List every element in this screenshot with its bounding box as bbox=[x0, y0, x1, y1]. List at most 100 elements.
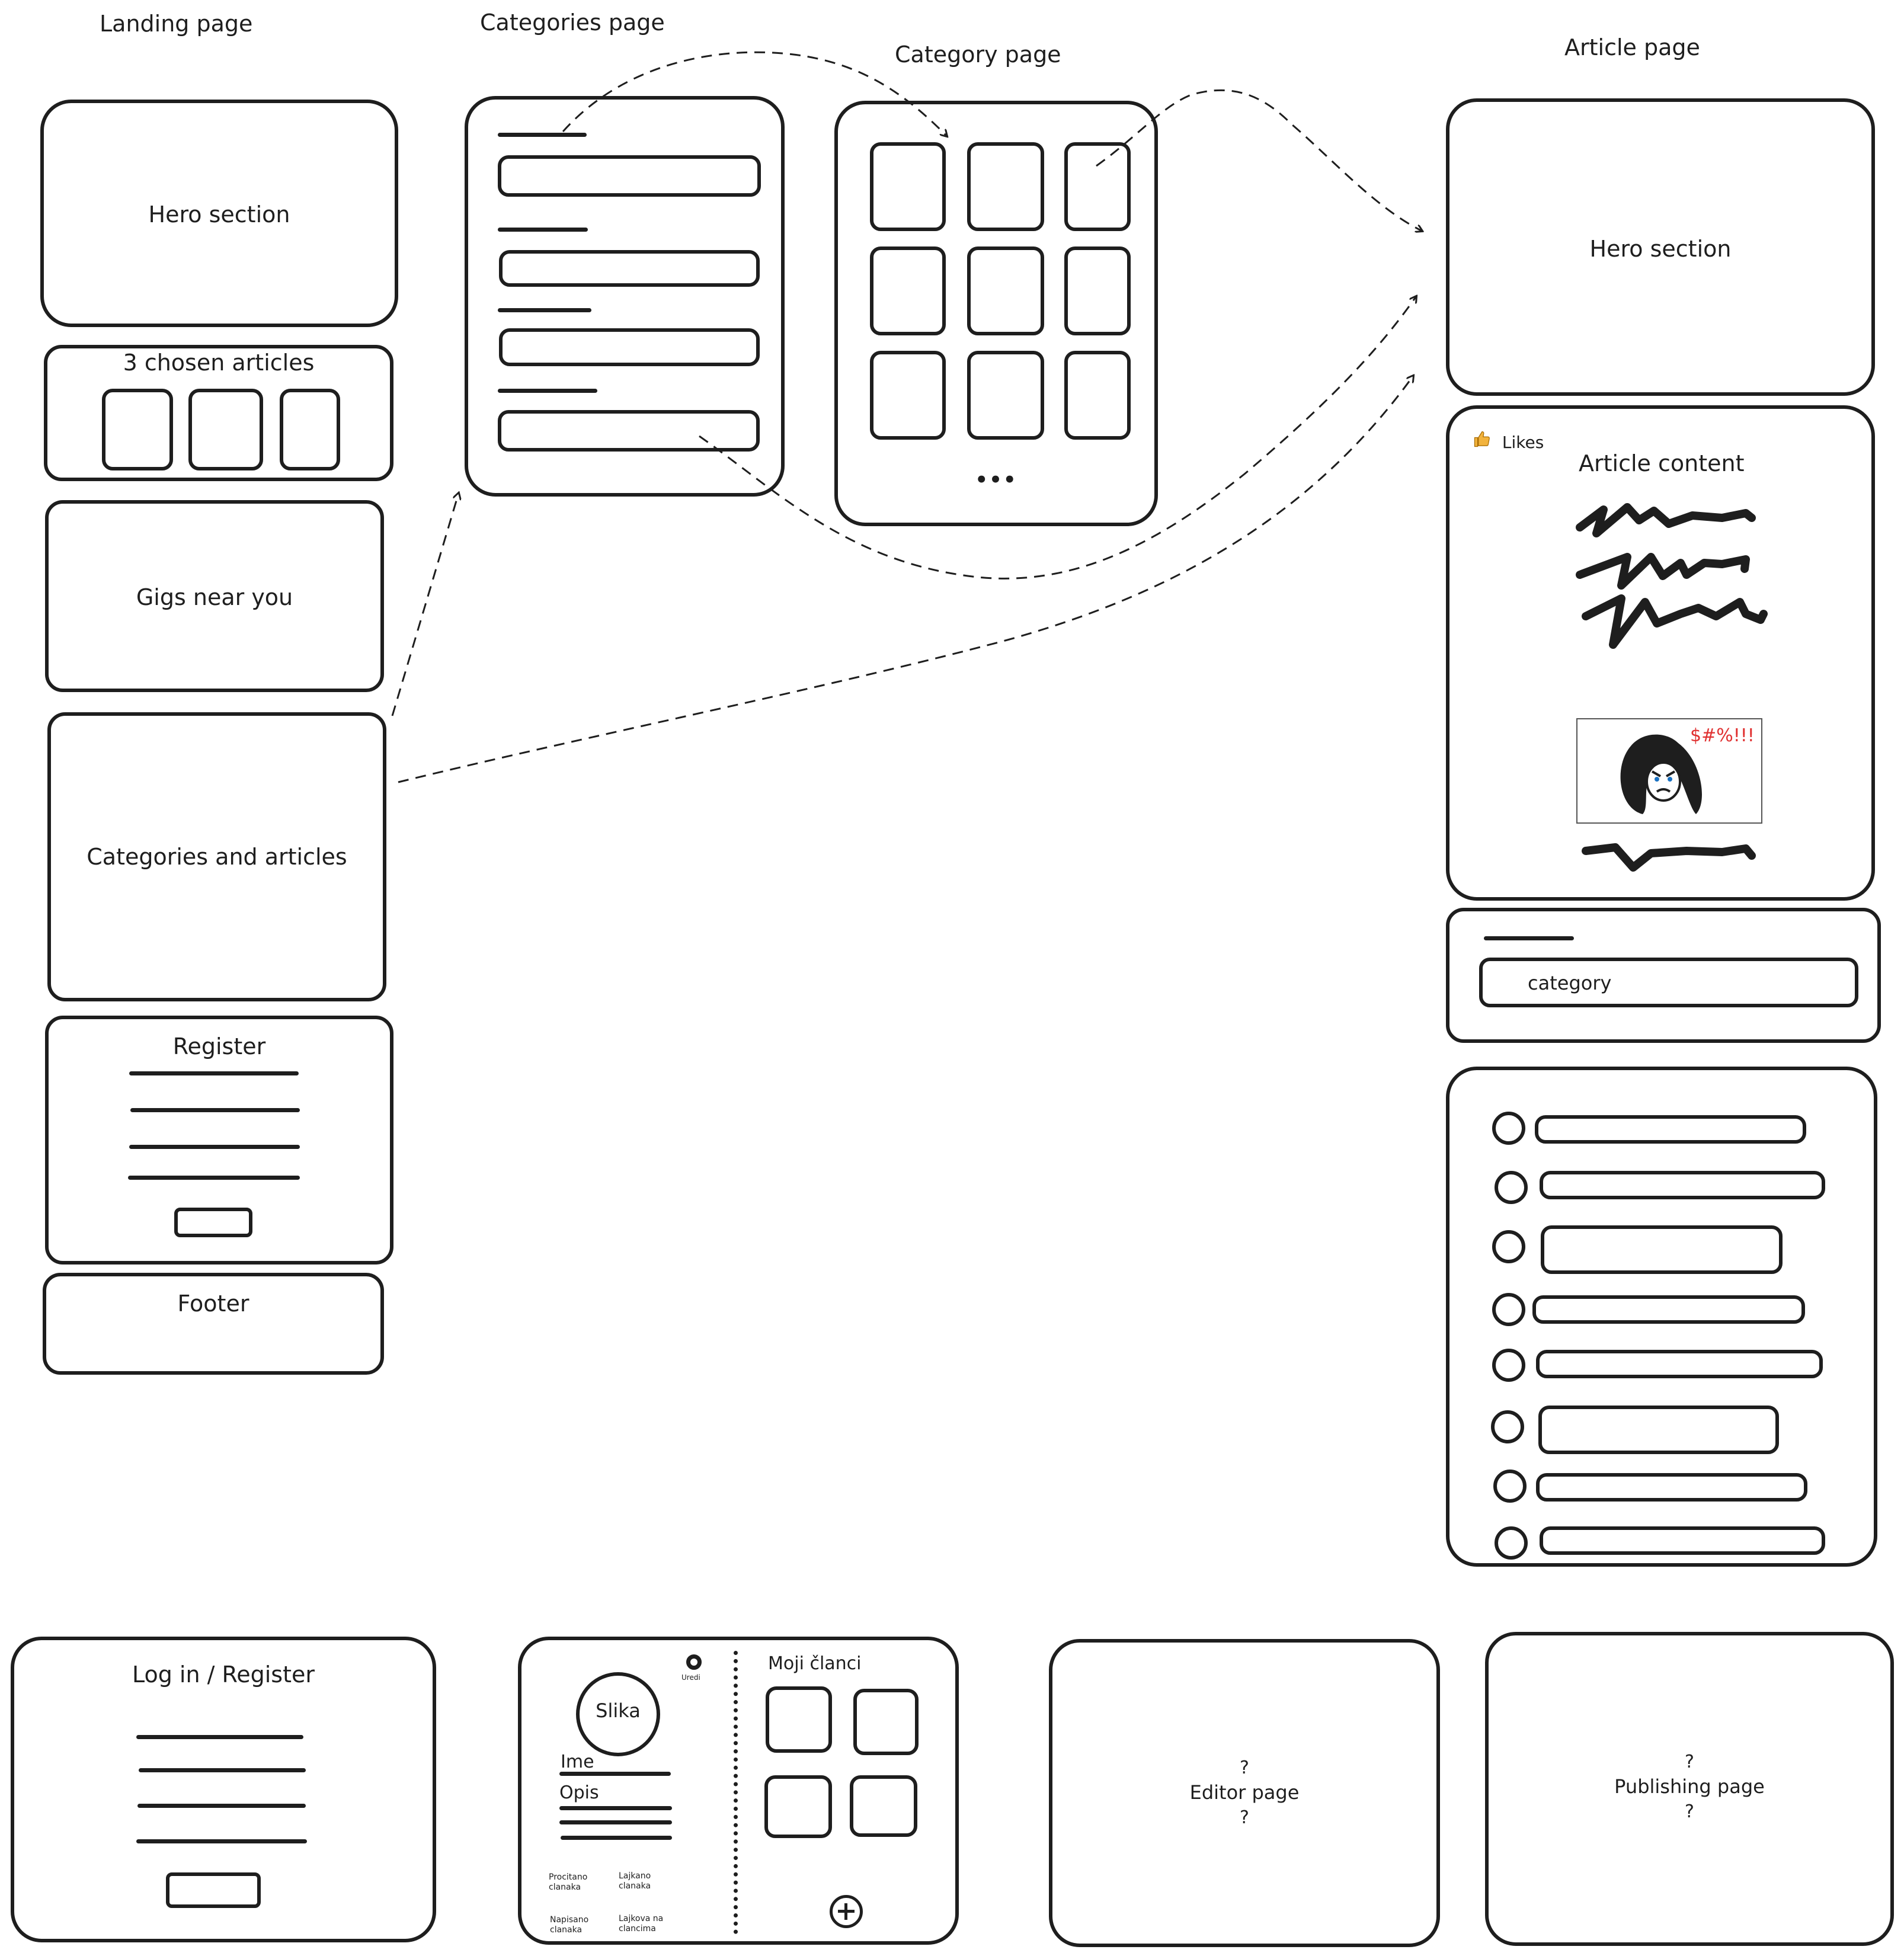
chosen-article-card[interactable] bbox=[280, 389, 340, 470]
article-tile[interactable] bbox=[1064, 351, 1131, 440]
comment-avatar bbox=[1492, 1112, 1525, 1145]
comment-bubble bbox=[1538, 1406, 1779, 1454]
editor-page-label: Editor page bbox=[1189, 1781, 1300, 1804]
login-field[interactable] bbox=[139, 1768, 306, 1772]
landing-hero-label: Hero section bbox=[148, 201, 290, 228]
comment-avatar bbox=[1491, 1410, 1524, 1443]
register-button[interactable] bbox=[174, 1208, 252, 1237]
gigs-label: Gigs near you bbox=[136, 584, 293, 610]
category-page-frame: ••• bbox=[834, 101, 1158, 526]
description-field[interactable] bbox=[559, 1820, 672, 1824]
article-tile[interactable] bbox=[967, 351, 1044, 440]
comment-avatar bbox=[1495, 1526, 1528, 1560]
profile-photo[interactable]: Slika bbox=[576, 1672, 660, 1756]
my-article-tile[interactable] bbox=[850, 1775, 917, 1837]
profile-photo-label: Slika bbox=[596, 1699, 641, 1722]
likes-button[interactable]: Likes bbox=[1473, 430, 1544, 452]
landing-register-form: Register bbox=[45, 1016, 393, 1264]
category-tag-label: category bbox=[1528, 972, 1612, 994]
category-row[interactable] bbox=[498, 155, 761, 197]
category-tag[interactable]: category bbox=[1479, 958, 1858, 1007]
publishing-page-label: Publishing page bbox=[1614, 1775, 1765, 1798]
name-field[interactable] bbox=[559, 1772, 671, 1776]
article-comments-section bbox=[1446, 1067, 1877, 1567]
comment-avatar bbox=[1492, 1293, 1525, 1326]
register-field[interactable] bbox=[129, 1071, 299, 1075]
register-label: Register bbox=[172, 1033, 266, 1059]
comment-bubble bbox=[1536, 1473, 1807, 1502]
stat-likes-received: Lajkova na clancima bbox=[619, 1914, 664, 1933]
category-title-line bbox=[498, 228, 588, 232]
description-field[interactable] bbox=[561, 1836, 672, 1840]
category-title-line bbox=[498, 308, 591, 312]
stat-written-articles: Napisano clanaka bbox=[550, 1915, 589, 1935]
landing-gigs-section: Gigs near you bbox=[45, 500, 384, 692]
title-article-page: Article page bbox=[1564, 34, 1700, 60]
login-button[interactable] bbox=[166, 1872, 261, 1908]
article-tile[interactable] bbox=[1064, 246, 1131, 335]
name-label: Ime bbox=[561, 1752, 594, 1772]
editor-page-frame: ? Editor page ? bbox=[1049, 1639, 1440, 1947]
category-row[interactable] bbox=[499, 250, 760, 287]
editor-question-top: ? bbox=[1240, 1757, 1249, 1778]
landing-footer: Footer bbox=[43, 1273, 384, 1375]
category-title-line bbox=[498, 133, 587, 137]
login-field[interactable] bbox=[136, 1735, 303, 1739]
stat-liked-articles: Lajkano clanaka bbox=[619, 1871, 651, 1891]
article-hero-label: Hero section bbox=[1589, 236, 1732, 262]
article-content-label: Article content bbox=[1579, 450, 1745, 476]
article-tile[interactable] bbox=[1064, 142, 1131, 231]
category-heading-line bbox=[1484, 936, 1574, 940]
description-field[interactable] bbox=[559, 1806, 672, 1810]
title-category-page: Category page bbox=[895, 41, 1061, 68]
login-field[interactable] bbox=[137, 1804, 306, 1808]
add-article-button[interactable] bbox=[830, 1895, 863, 1928]
title-landing-page: Landing page bbox=[100, 11, 253, 37]
publishing-question-bottom: ? bbox=[1685, 1801, 1694, 1822]
more-indicator[interactable]: ••• bbox=[975, 468, 1017, 492]
chosen-article-card[interactable] bbox=[102, 389, 173, 470]
edit-icon[interactable] bbox=[686, 1654, 702, 1670]
profile-page-frame: Slika Uredi Ime Opis Procitano clanaka L… bbox=[518, 1637, 959, 1945]
comment-bubble bbox=[1541, 1225, 1783, 1274]
title-categories-page: Categories page bbox=[480, 9, 665, 36]
edit-label[interactable]: Uredi bbox=[681, 1673, 700, 1682]
chosen-article-card[interactable] bbox=[188, 389, 263, 470]
category-row[interactable] bbox=[499, 328, 760, 366]
article-image: $#%!!! bbox=[1576, 718, 1762, 824]
comment-avatar bbox=[1493, 1470, 1527, 1503]
likes-label: Likes bbox=[1502, 433, 1544, 452]
publishing-page-frame: ? Publishing page ? bbox=[1485, 1632, 1894, 1946]
angry-face-icon bbox=[1620, 734, 1702, 814]
my-article-tile[interactable] bbox=[853, 1689, 919, 1755]
article-tile[interactable] bbox=[870, 351, 946, 440]
register-field[interactable] bbox=[129, 1145, 300, 1149]
login-field[interactable] bbox=[136, 1839, 307, 1843]
landing-chosen-articles: 3 chosen articles bbox=[44, 345, 393, 481]
landing-categories-section: Categories and articles bbox=[47, 712, 386, 1001]
comment-avatar bbox=[1492, 1349, 1525, 1382]
article-tile[interactable] bbox=[967, 142, 1044, 231]
register-field[interactable] bbox=[130, 1108, 300, 1112]
landing-hero-section: Hero section bbox=[40, 100, 398, 327]
chosen-articles-label: 3 chosen articles bbox=[123, 350, 315, 376]
my-article-tile[interactable] bbox=[766, 1686, 832, 1753]
comment-bubble bbox=[1532, 1295, 1805, 1324]
register-field[interactable] bbox=[128, 1176, 300, 1180]
my-article-tile[interactable] bbox=[764, 1775, 832, 1838]
comment-bubble bbox=[1540, 1526, 1825, 1555]
profile-divider bbox=[734, 1651, 738, 1934]
category-row[interactable] bbox=[498, 410, 760, 452]
stat-read-articles: Procitano clanaka bbox=[549, 1872, 588, 1892]
article-tile[interactable] bbox=[967, 246, 1044, 335]
description-label: Opis bbox=[559, 1782, 599, 1803]
thumbs-up-icon bbox=[1473, 430, 1491, 452]
article-tile[interactable] bbox=[870, 142, 946, 231]
article-tile[interactable] bbox=[870, 246, 946, 335]
comment-bubble bbox=[1535, 1115, 1806, 1144]
article-category-section: category bbox=[1446, 908, 1881, 1043]
my-articles-label: Moji članci bbox=[768, 1653, 862, 1674]
login-page-frame: Log in / Register bbox=[11, 1637, 436, 1942]
comment-bubble bbox=[1536, 1350, 1823, 1378]
comment-avatar bbox=[1492, 1230, 1525, 1263]
